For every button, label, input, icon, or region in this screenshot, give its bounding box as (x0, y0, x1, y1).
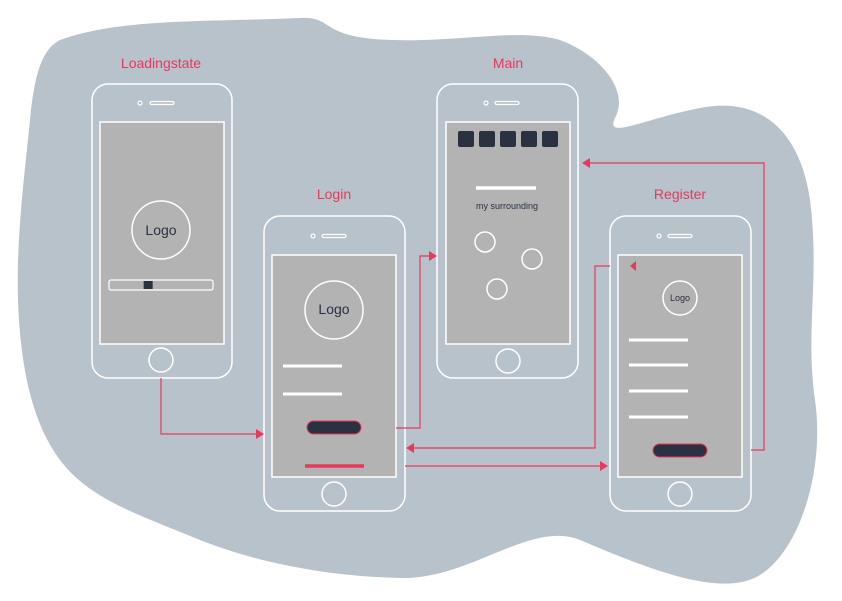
phone-login: Login Logo (263, 186, 406, 512)
phone-main: Main my surrounding (436, 55, 579, 379)
register-button[interactable] (652, 443, 708, 458)
speaker-slot (321, 233, 347, 239)
map-marker[interactable] (486, 278, 508, 300)
progress-track (108, 279, 214, 291)
speaker-slot (149, 100, 175, 106)
camera-dot (483, 100, 489, 106)
home-button[interactable] (321, 481, 347, 507)
category-tile[interactable] (458, 131, 474, 147)
screen-title-register: Register (654, 186, 706, 202)
screen-title-main: Main (493, 55, 523, 71)
category-tile[interactable] (542, 131, 558, 147)
flow-arrow-login-to-main (396, 255, 432, 429)
progress-indicator (143, 281, 153, 289)
flow-arrow-register-to-main (590, 162, 765, 451)
arrowhead (600, 461, 608, 471)
category-tile[interactable] (500, 131, 516, 147)
phone-register: Register Logo (609, 186, 752, 512)
arrowhead (429, 251, 437, 261)
screen-title-login: Login (317, 186, 351, 202)
arrowheads (256, 158, 608, 471)
logo-label: Logo (145, 222, 176, 238)
home-button[interactable] (667, 481, 693, 507)
phone-frame (609, 215, 752, 512)
speaker-slot (494, 100, 520, 106)
speaker-slot (667, 233, 693, 239)
screen-title-loadingstate: Loadingstate (121, 55, 201, 71)
logo-label: Logo (318, 301, 349, 317)
phone-screen (445, 121, 571, 345)
camera-dot (137, 100, 143, 106)
phone-loadingstate: Loadingstate Logo (91, 55, 233, 379)
arrowhead (582, 158, 590, 168)
arrowhead (406, 443, 414, 453)
category-tile[interactable] (479, 131, 495, 147)
back-arrow-icon[interactable] (630, 261, 636, 271)
logo-label: Logo (670, 293, 690, 303)
flow-connectors (160, 162, 765, 467)
arrowhead (256, 429, 264, 439)
login-button[interactable] (306, 420, 362, 435)
category-tiles (458, 131, 558, 147)
phone-frame (263, 215, 406, 512)
logo-circle (304, 280, 364, 340)
flow-arrow-register-to-login (412, 265, 610, 449)
home-button[interactable] (495, 348, 521, 374)
main-caption: my surrounding (476, 201, 538, 211)
logo-circle (662, 280, 698, 316)
category-tile[interactable] (521, 131, 537, 147)
home-button[interactable] (148, 347, 174, 373)
phone-frame (91, 83, 233, 379)
flow-arrow-loading-to-login (160, 378, 258, 435)
camera-dot (310, 233, 316, 239)
logo-circle (131, 200, 191, 260)
camera-dot (656, 233, 662, 239)
phone-frame (436, 83, 579, 379)
map-marker[interactable] (521, 248, 543, 270)
map-marker[interactable] (474, 231, 496, 253)
phone-screen (99, 121, 225, 345)
